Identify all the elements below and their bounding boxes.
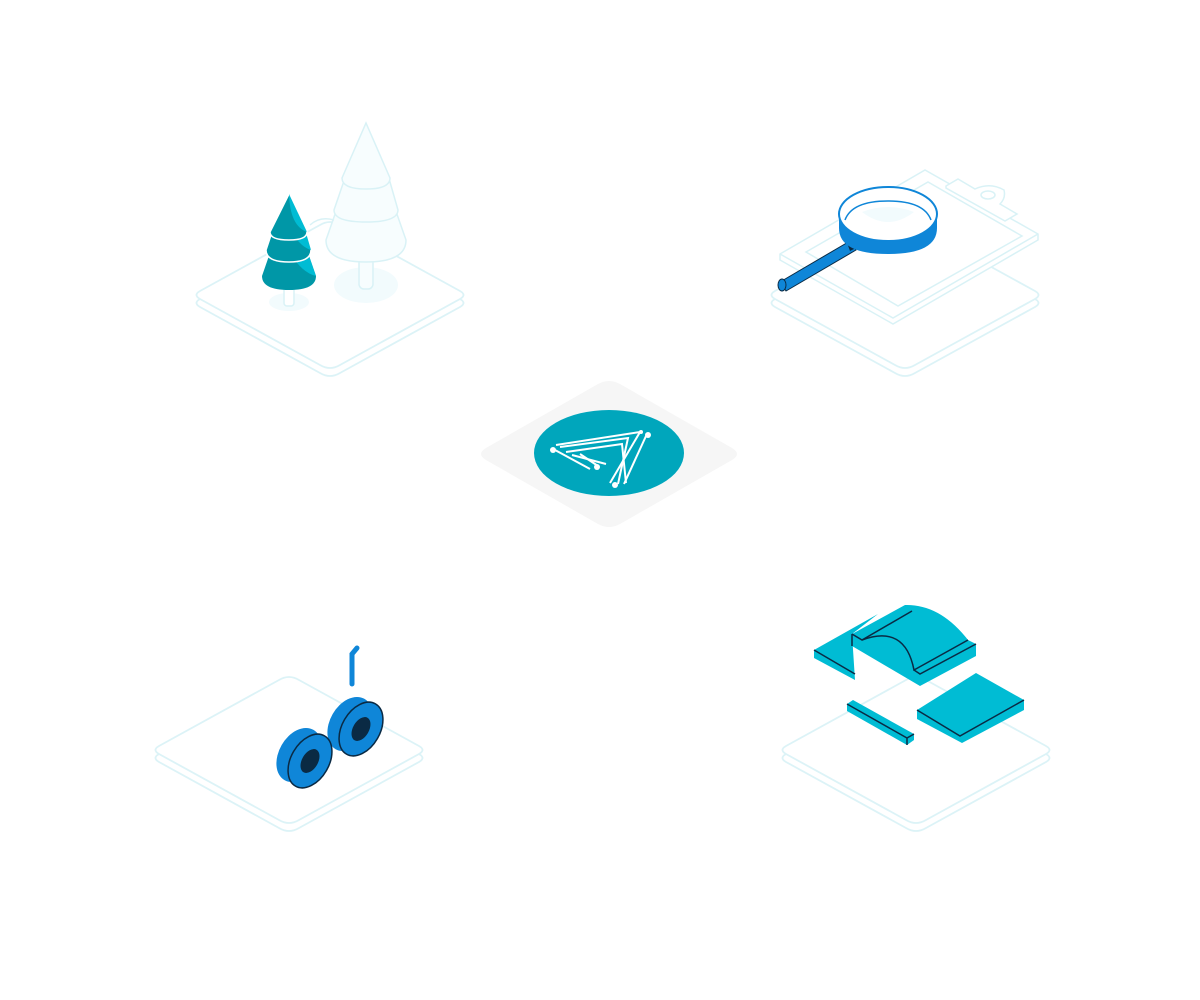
binocular-lens-left [276,727,333,789]
magnifying-glass-icon [777,186,938,292]
binoculars-icon [276,645,384,789]
ghost-tree [309,121,407,303]
teal-tree [262,192,316,311]
pine-trees-icon [262,121,407,311]
building-blocks-icon [813,604,1025,745]
circuit-triangle-logo-icon [481,381,737,527]
binocular-lens-right [327,696,384,757]
